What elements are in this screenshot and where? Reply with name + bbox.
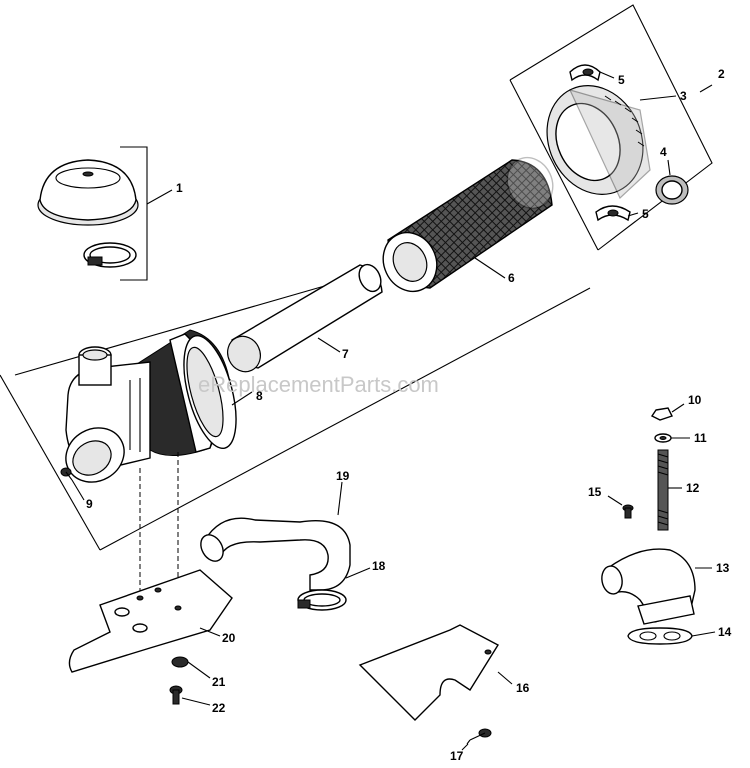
callout-22: 22: [212, 701, 226, 715]
part-8-air-cleaner-housing: [65, 329, 237, 483]
callout-1: 1: [176, 181, 183, 195]
part-4-ring: [655, 175, 689, 205]
part-18-clamp: [297, 589, 347, 611]
callout-13: 13: [716, 561, 730, 575]
part-20-mounting-bracket: [68, 569, 233, 673]
part-1-cap-and-clamp: [37, 159, 139, 268]
item1-bracket: [120, 146, 148, 281]
part-19-hose: [200, 517, 351, 591]
callout-18: 18: [372, 559, 386, 573]
callout-14: 14: [718, 625, 732, 639]
part-21-nut: [171, 656, 189, 668]
watermark: eReplacementParts.com: [198, 372, 439, 397]
part-7-inner-element: [227, 263, 383, 373]
part-11-washer: [654, 433, 672, 443]
callout-6: 6: [508, 271, 515, 285]
callout-5-bottom: 5: [642, 207, 649, 221]
callout-11: 11: [694, 431, 707, 445]
part-17-bolt: [466, 728, 492, 745]
callout-10: 10: [688, 393, 702, 407]
callout-5-top: 5: [618, 73, 625, 87]
part-3-end-cover: [546, 85, 651, 200]
part-6-filter-element: [382, 156, 554, 293]
part-22-bolt: [169, 685, 183, 705]
callout-20: 20: [222, 631, 236, 645]
item2-bracket: [509, 4, 713, 251]
part-9-screw: [60, 467, 73, 481]
callout-8: 8: [256, 389, 263, 403]
part-13-elbow: [601, 548, 696, 625]
callout-16: 16: [516, 681, 530, 695]
part-5-clip-bottom: [595, 205, 631, 222]
callout-2: 2: [718, 67, 725, 81]
part-10-nut: [650, 407, 673, 421]
callout-21: 21: [212, 675, 226, 689]
part-12-stud: [657, 449, 669, 531]
part-15-screw: [622, 504, 634, 519]
callout-4: 4: [660, 145, 667, 159]
callout-7: 7: [342, 347, 349, 361]
callout-19: 19: [336, 469, 350, 483]
callout-17: 17: [450, 749, 464, 763]
leader-lines: [71, 71, 716, 751]
housing-bracket-outline: [14, 284, 329, 376]
part-5-clip-top: [569, 64, 601, 82]
part-14-gasket: [627, 627, 693, 645]
part-16-bracket: [358, 624, 499, 721]
callout-15: 15: [588, 485, 602, 499]
callout-12: 12: [686, 481, 700, 495]
callout-9: 9: [86, 497, 93, 511]
callout-3: 3: [680, 89, 687, 103]
